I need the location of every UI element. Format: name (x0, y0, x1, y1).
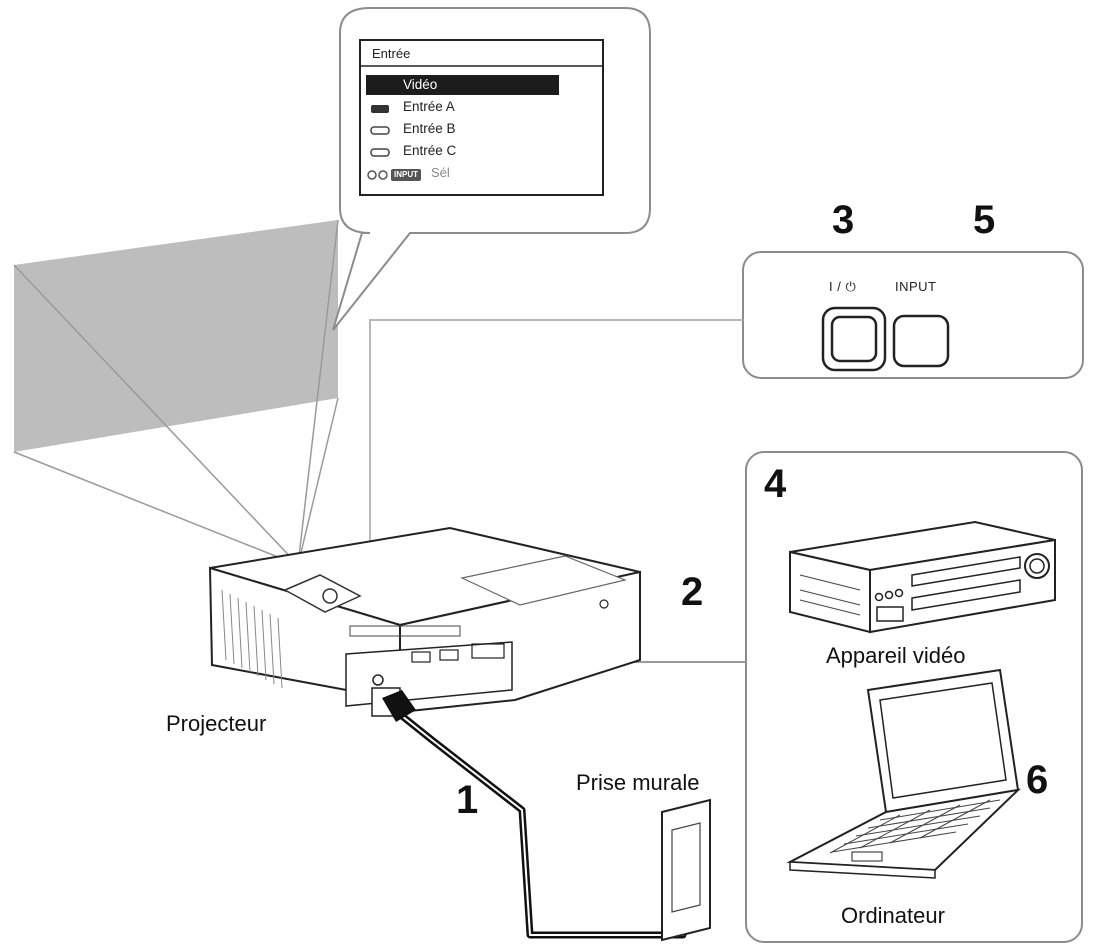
menu-icons (367, 80, 421, 181)
computer-drawing (786, 668, 1022, 879)
step-5-number: 5 (973, 198, 996, 242)
menu-item-entree-b[interactable]: Entrée B (366, 119, 559, 139)
menu-footer-label: Sél (431, 165, 450, 180)
menu-item-label: Entrée C (403, 143, 457, 158)
menu-item-label: Vidéo (403, 77, 438, 92)
power-button (821, 306, 887, 372)
video-device-drawing (789, 520, 1056, 634)
projector-caption: Projecteur (166, 711, 267, 736)
menu-title: Entrée (372, 46, 411, 61)
power-button-label: I / ⏻ (829, 279, 857, 294)
step-3-number: 3 (832, 198, 855, 242)
step-2-number: 2 (681, 570, 704, 614)
menu-item-label: Entrée A (403, 99, 455, 114)
menu-item-entree-a[interactable]: Entrée A (366, 97, 559, 117)
wall-outlet-caption: Prise murale (576, 770, 700, 795)
menu-item-entree-c[interactable]: Entrée C (366, 141, 559, 161)
menu-item-video[interactable]: Vidéo (366, 75, 559, 95)
power-cable (382, 690, 692, 939)
projection-screen (13, 219, 339, 566)
computer-caption: Ordinateur (841, 903, 945, 928)
menu-item-label: Entrée B (403, 121, 456, 136)
input-button-label: INPUT (895, 279, 937, 294)
wall-outlet (661, 798, 711, 942)
video-device-caption: Appareil vidéo (826, 643, 966, 668)
input-button (892, 314, 950, 368)
step-4-number: 4 (764, 462, 787, 506)
input-badge: INPUT (394, 170, 418, 179)
step-6-number: 6 (1026, 758, 1049, 802)
step-1-number: 1 (456, 778, 479, 822)
